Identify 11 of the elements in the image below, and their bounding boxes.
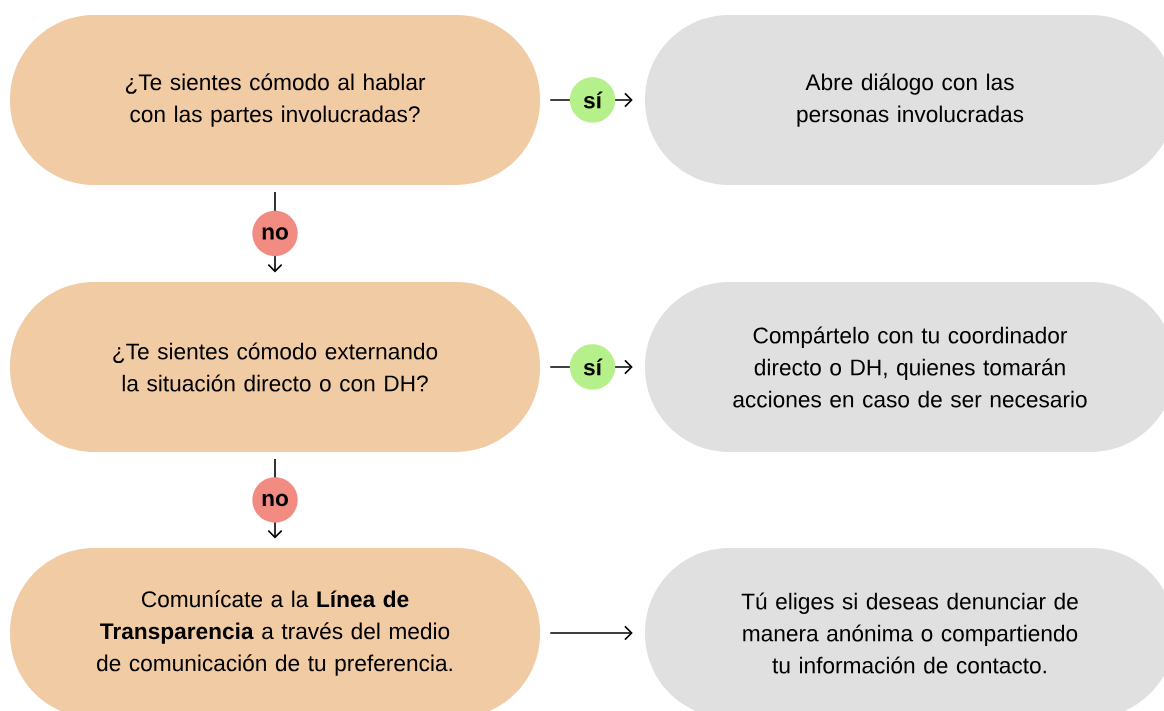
- answer-pill: Abre diálogo con las personas involucradas: [645, 15, 1164, 185]
- answer-pill: Tú eliges si deseas denunciar de manera anónima o compartiendo tu información de contacto.: [645, 548, 1164, 711]
- answer-pill: Compártelo con tu coordinador directo o DH, quienes tomarán acciones en caso de ser necesario: [645, 282, 1164, 452]
- question-pill: ¿Te sientes cómodo al hablar con las partes involucradas?: [10, 15, 540, 185]
- question-pill: Comunícate a la Línea de Transparencia a través del medio de comunicación de tu preferencia.: [10, 548, 540, 711]
- edge-label: no: [252, 477, 298, 523]
- question-pill: ¿Te sientes cómodo externando la situación directo o con DH?: [10, 282, 540, 452]
- edge-label: sí: [569, 77, 616, 123]
- edge-label: sí: [569, 344, 616, 390]
- arrow: [549, 625, 633, 641]
- edge-label: no: [252, 210, 298, 257]
